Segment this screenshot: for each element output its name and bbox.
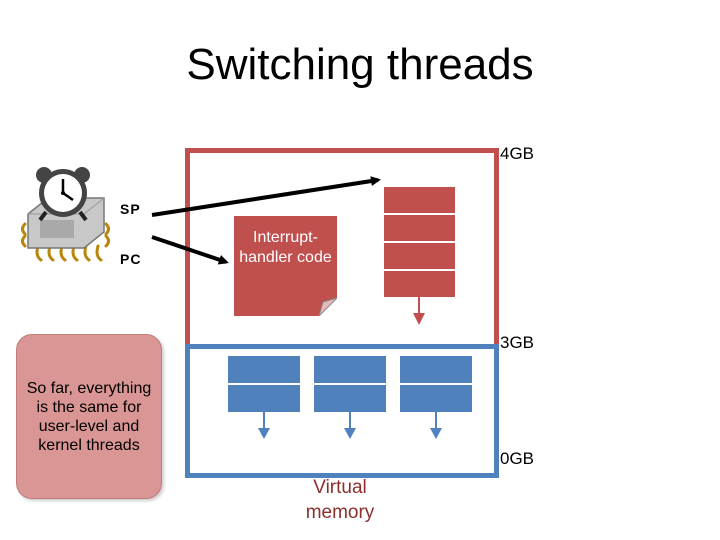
label-3gb: 3GB xyxy=(500,333,535,352)
user-thread-stack-3 xyxy=(400,356,472,414)
stack-frame xyxy=(400,356,472,385)
stack-frame xyxy=(228,356,300,385)
user-memory-region xyxy=(185,344,499,478)
label-0gb: 0GB xyxy=(500,449,535,468)
pc-register-label: PC xyxy=(120,251,142,267)
stack-frame xyxy=(314,356,386,385)
kernel-thread-stack xyxy=(384,187,455,299)
note-callout: So far, everything is the same for user-… xyxy=(16,334,162,499)
interrupt-handler-label: Interrupt-handler code xyxy=(239,229,332,266)
stack-frame xyxy=(384,215,455,243)
kernel-memory-region xyxy=(185,148,499,344)
note-text: So far, everything is the same for user-… xyxy=(26,379,152,454)
virtual-memory-caption: Virtual memory xyxy=(305,477,375,523)
user-stack-growth-arrow-1 xyxy=(258,412,270,439)
user-stack-growth-arrow-3 xyxy=(430,412,442,439)
interrupt-handler-page xyxy=(234,216,337,316)
stack-frame xyxy=(384,187,455,215)
user-stack-growth-arrow-2 xyxy=(344,412,356,439)
label-4gb: 4GB xyxy=(500,144,535,163)
stack-frame xyxy=(384,243,455,271)
sp-register-label: SP xyxy=(120,201,141,217)
kernel-stack-growth-arrow xyxy=(413,297,425,325)
user-thread-stack-2 xyxy=(314,356,386,414)
cpu-clock-icon xyxy=(21,167,110,262)
sp-arrow xyxy=(151,176,381,217)
slide-title: Switching threads xyxy=(186,40,534,89)
pc-arrow xyxy=(151,235,229,265)
